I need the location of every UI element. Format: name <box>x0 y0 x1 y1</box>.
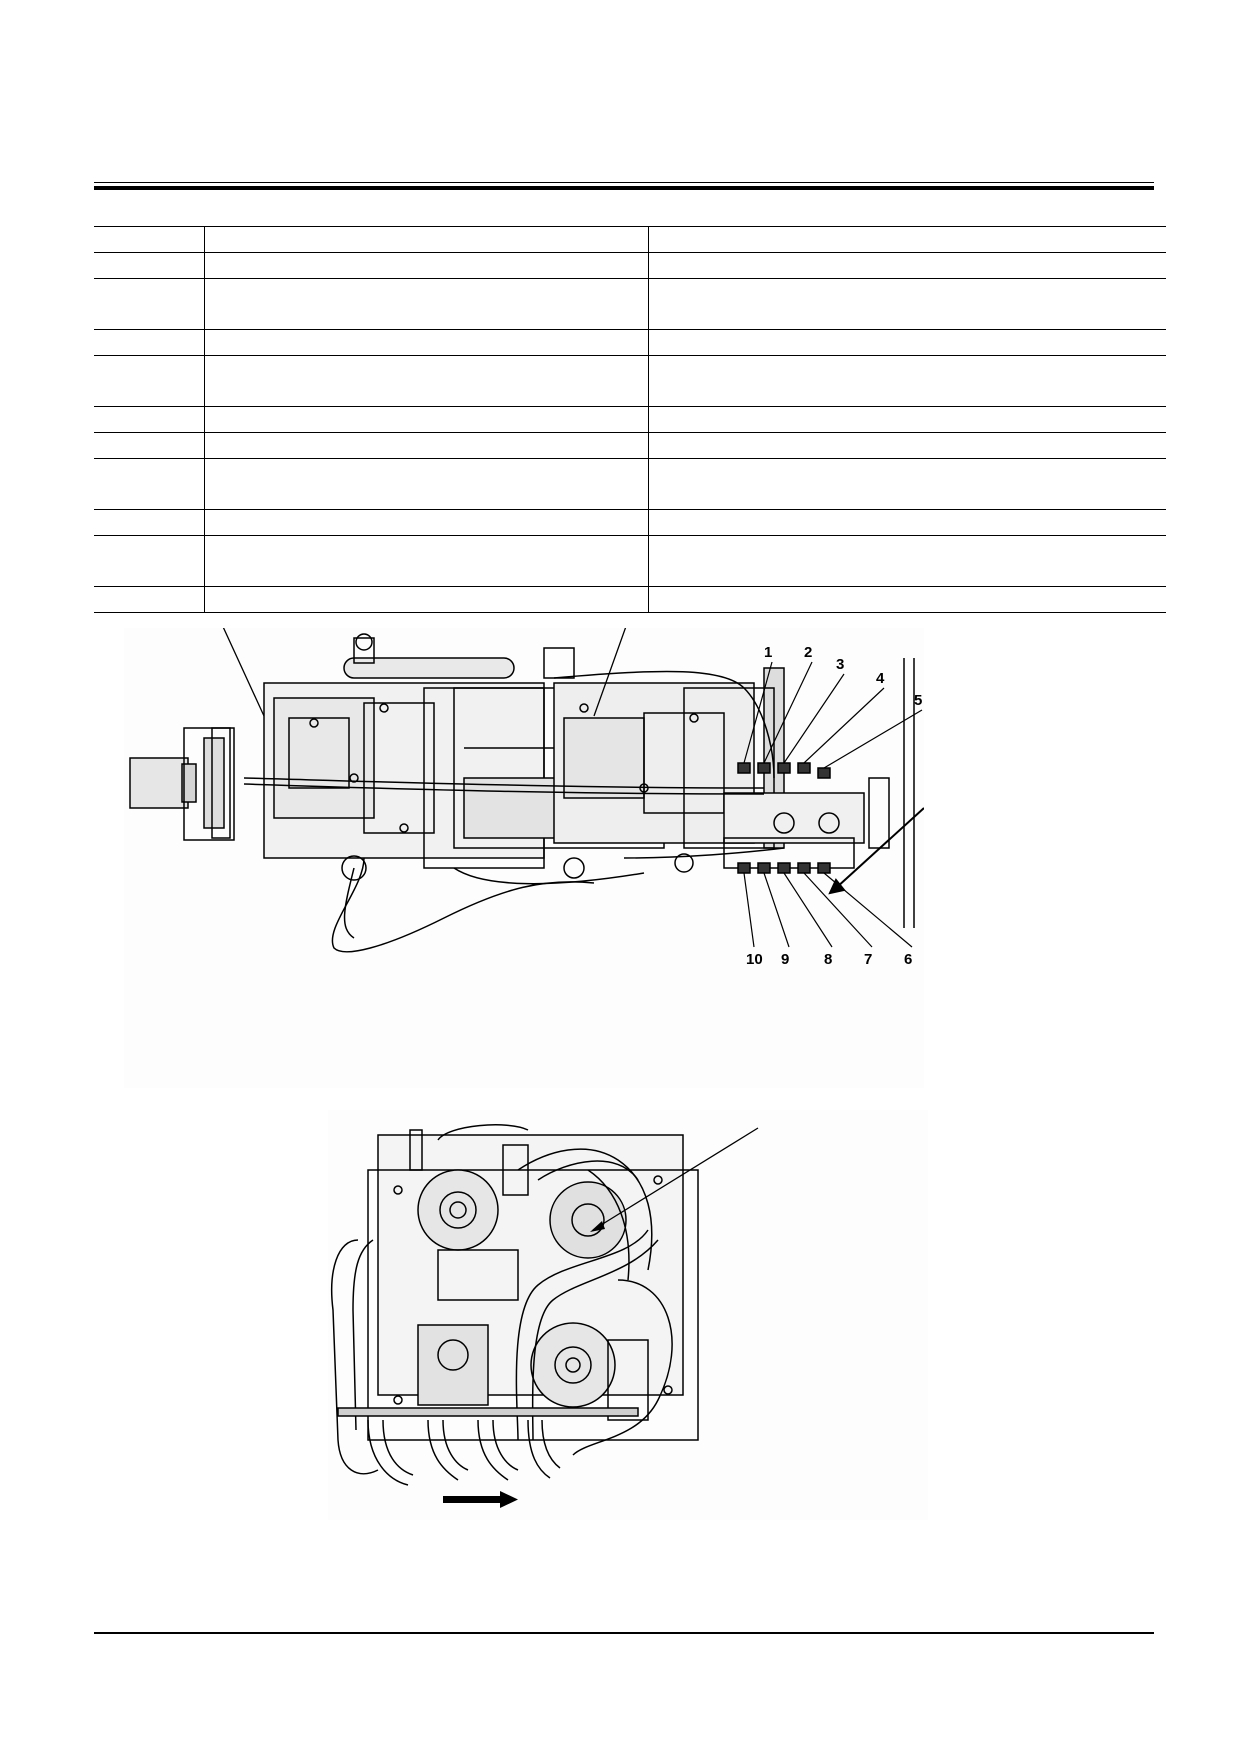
fitting-port <box>817 767 831 779</box>
table-cell <box>94 252 205 279</box>
table-cell <box>94 509 205 536</box>
table-cell <box>648 355 1166 407</box>
fitting-port <box>777 862 791 874</box>
table-cell <box>204 509 649 536</box>
table-row <box>94 226 1166 253</box>
table-cell <box>204 355 649 407</box>
table-row <box>94 252 1166 279</box>
callout-leader-line <box>783 673 845 764</box>
table-cell <box>94 535 205 587</box>
table-cell <box>648 432 1166 459</box>
callout-number: 8 <box>824 951 833 968</box>
header-rule-thick <box>94 186 1154 190</box>
table-cell <box>648 278 1166 330</box>
footer-rule <box>94 1632 1154 1634</box>
callout-leader-line <box>803 872 873 948</box>
spec-table <box>94 226 1166 613</box>
table-cell <box>94 278 205 330</box>
table-row <box>94 278 1166 330</box>
fitting-port <box>777 762 791 774</box>
callout-number: 10 <box>746 951 763 968</box>
callout-leader-line <box>763 872 790 948</box>
fitting-port <box>817 862 831 874</box>
pump-front-view-drawing <box>331 1124 759 1508</box>
table-cell <box>94 586 205 613</box>
callout-leader-line <box>743 872 755 948</box>
table-cell <box>648 226 1166 253</box>
fitting-port <box>737 862 751 874</box>
callout-number: 2 <box>804 644 813 661</box>
diagonal-arrow-icon <box>828 807 925 895</box>
header-rule-thin <box>94 182 1154 183</box>
pump-side-view-figure: 1 2 3 4 5 6 7 8 9 10 <box>124 617 925 1088</box>
callout-leader-line <box>803 687 885 764</box>
callout-number: 1 <box>764 644 773 661</box>
callout-number: 5 <box>914 692 923 709</box>
table-cell <box>648 458 1166 510</box>
fitting-port <box>797 762 811 774</box>
pump-side-view-drawing <box>129 617 925 953</box>
table-cell <box>648 535 1166 587</box>
table-cell <box>648 509 1166 536</box>
table-cell <box>204 458 649 510</box>
table-row <box>94 586 1166 613</box>
table-cell <box>204 586 649 613</box>
arrow-right-icon <box>443 1491 518 1508</box>
table-cell <box>204 535 649 587</box>
fitting-port <box>797 862 811 874</box>
fitting-port <box>757 862 771 874</box>
table-row <box>94 355 1166 407</box>
table-cell <box>204 252 649 279</box>
table-cell <box>648 252 1166 279</box>
callout-leader-line <box>823 872 913 948</box>
table-row <box>94 509 1166 536</box>
table-cell <box>94 432 205 459</box>
table-cell <box>94 226 205 253</box>
table-cell <box>204 406 649 433</box>
table-cell <box>94 355 205 407</box>
table-row <box>94 535 1166 587</box>
callout-leader-line <box>823 709 923 769</box>
table-row <box>94 458 1166 510</box>
callout-leader-line <box>763 661 813 764</box>
callout-number: 6 <box>904 951 913 968</box>
table-row <box>94 329 1166 356</box>
table-cell <box>204 278 649 330</box>
callout-number: 9 <box>781 951 790 968</box>
callout-number: 3 <box>836 656 845 673</box>
table-cell <box>94 458 205 510</box>
table-cell <box>204 329 649 356</box>
table-cell <box>648 586 1166 613</box>
callout-number: 7 <box>864 951 873 968</box>
callout-leader-line <box>743 661 773 764</box>
fitting-port <box>737 762 751 774</box>
table-row <box>94 432 1166 459</box>
callout-number: 4 <box>876 670 885 687</box>
table-cell <box>94 406 205 433</box>
table-cell <box>648 329 1166 356</box>
table-cell <box>94 329 205 356</box>
callout-leader-line <box>783 872 833 948</box>
table-cell <box>204 226 649 253</box>
table-cell <box>648 406 1166 433</box>
table-row <box>94 406 1166 433</box>
pump-front-view-figure <box>328 1110 928 1520</box>
fitting-port <box>757 762 771 774</box>
table-cell <box>204 432 649 459</box>
